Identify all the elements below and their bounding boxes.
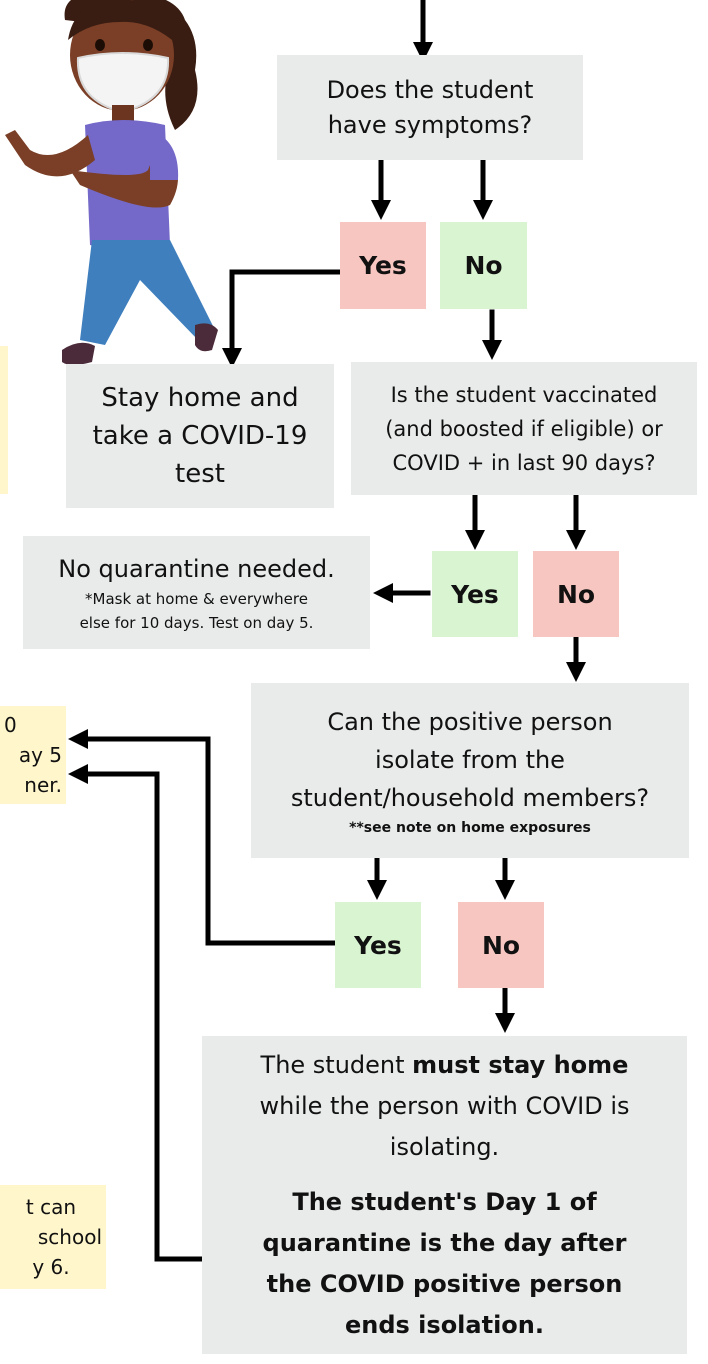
isolate-question-line3: student/household members? bbox=[290, 783, 650, 812]
left-note-clipped bbox=[0, 346, 8, 494]
arrow-must-stay-to-left-note bbox=[68, 764, 205, 1262]
left-note-bottom-line1: t can bbox=[25, 1195, 77, 1219]
symptoms-question-line2: have symptoms? bbox=[327, 110, 533, 139]
vaccinated-yes-label: Yes bbox=[451, 579, 499, 609]
stay-home-box: Stay home and take a COVID-19 test bbox=[66, 364, 334, 508]
left-note-bottom-line2: school bbox=[37, 1225, 102, 1249]
vaccinated-no-box: No bbox=[533, 551, 619, 637]
vaccinated-question-line1: Is the student vaccinated bbox=[390, 382, 658, 407]
vaccinated-question-line2: (and boosted if eligible) or bbox=[385, 416, 663, 441]
left-note-bottom-line3: y 6. bbox=[32, 1255, 70, 1279]
symptoms-no-box: No bbox=[440, 222, 527, 309]
left-note-top-line2: ay 5 bbox=[18, 743, 62, 767]
stay-home-line1: Stay home and bbox=[101, 383, 299, 413]
isolate-question-line2: isolate from the bbox=[375, 745, 565, 774]
vaccinated-yes-box: Yes bbox=[432, 551, 518, 637]
arrow-yes-to-left-note bbox=[68, 729, 337, 946]
vaccinated-question-line3: COVID + in last 90 days? bbox=[392, 450, 656, 475]
isolate-yes-label: Yes bbox=[354, 930, 402, 960]
no-quarantine-box: No quarantine needed. *Mask at home & ev… bbox=[23, 536, 370, 649]
student-illustration bbox=[5, 0, 218, 365]
day1-line4: ends isolation. bbox=[345, 1310, 544, 1339]
isolate-no-label: No bbox=[481, 930, 521, 960]
vaccinated-no-label: No bbox=[556, 579, 596, 609]
isolate-no-box: No bbox=[458, 902, 544, 988]
isolate-yes-box: Yes bbox=[335, 902, 421, 988]
left-note-top-line1: 0 bbox=[4, 713, 17, 737]
no-quarantine-note-line2: else for 10 days. Test on day 5. bbox=[79, 613, 314, 632]
symptoms-yes-box: Yes bbox=[340, 222, 426, 309]
vaccinated-question-box: Is the student vaccinated (and boosted i… bbox=[351, 362, 697, 495]
must-stay-home-pre: The student bbox=[260, 1050, 413, 1079]
isolate-question-box: Can the positive person isolate from the… bbox=[251, 683, 689, 858]
left-note-top-line3: ner. bbox=[24, 773, 62, 797]
isolate-question-line1: Can the positive person bbox=[327, 707, 613, 736]
no-quarantine-note-line1: *Mask at home & everywhere bbox=[85, 589, 308, 608]
must-stay-home-bold: must stay home bbox=[412, 1050, 629, 1079]
left-note-bottom: t can school y 6. bbox=[0, 1185, 106, 1289]
isolate-question-note: **see note on home exposures bbox=[349, 819, 591, 836]
day1-line3: the COVID positive person bbox=[266, 1269, 623, 1298]
symptoms-no-label: No bbox=[464, 251, 503, 280]
must-stay-home-line2: while the person with COVID is bbox=[259, 1091, 630, 1120]
day1-line1: The student's Day 1 of bbox=[292, 1187, 597, 1216]
symptoms-yes-label: Yes bbox=[359, 251, 407, 280]
no-quarantine-title: No quarantine needed. bbox=[58, 554, 335, 583]
stay-home-line3: test bbox=[175, 459, 225, 489]
must-stay-home-box: The student must stay home while the per… bbox=[202, 1036, 687, 1354]
left-note-top: 0 ay 5 ner. bbox=[0, 706, 66, 804]
must-stay-home-line1: The student must stay home bbox=[261, 1045, 629, 1086]
day1-line2: quarantine is the day after bbox=[262, 1228, 627, 1257]
symptoms-question-line1: Does the student bbox=[326, 75, 534, 104]
must-stay-home-line3: isolating. bbox=[389, 1132, 500, 1161]
stay-home-line2: take a COVID-19 bbox=[92, 421, 308, 451]
arrow-yes-to-stay-home bbox=[222, 269, 343, 368]
symptoms-question-box: Does the student have symptoms? bbox=[277, 55, 583, 160]
